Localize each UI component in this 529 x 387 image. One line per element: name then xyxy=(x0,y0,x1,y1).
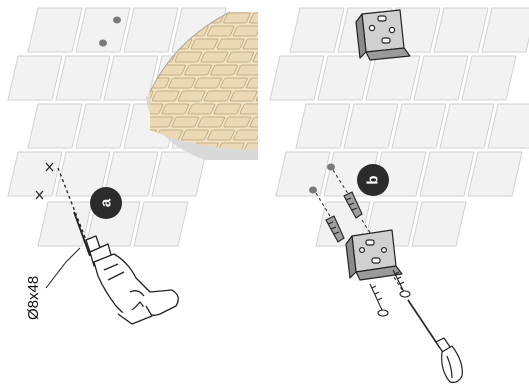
wall-cutaway xyxy=(146,0,293,160)
brick xyxy=(242,38,258,50)
wall-tile xyxy=(151,151,207,197)
brick xyxy=(239,103,258,115)
wall-tile xyxy=(343,103,399,149)
step-label: a xyxy=(98,198,115,207)
brick xyxy=(150,90,154,102)
brick xyxy=(223,116,251,128)
brick xyxy=(150,116,173,128)
wall-plug-icon xyxy=(343,191,363,219)
panel-b: b xyxy=(269,7,529,383)
brick xyxy=(177,90,206,102)
brick xyxy=(150,103,164,115)
wall-tile xyxy=(365,55,421,101)
panel-a: a Ø8x48 xyxy=(7,0,293,325)
brick xyxy=(187,103,216,115)
screwdriver-icon xyxy=(407,299,463,383)
drill-hole-mark xyxy=(327,163,335,171)
brick xyxy=(184,64,212,76)
brick xyxy=(150,77,170,89)
wall-tile xyxy=(27,7,83,53)
wall-tile xyxy=(411,201,467,247)
brick xyxy=(265,0,293,10)
wall-tile xyxy=(75,103,131,149)
position-marks xyxy=(35,162,89,246)
brick xyxy=(246,77,258,89)
brick xyxy=(233,129,258,141)
wall-bracket-icon xyxy=(355,9,411,61)
brick xyxy=(207,25,235,37)
wall-tile xyxy=(133,201,189,247)
wall-tile xyxy=(295,103,351,149)
wall-tile xyxy=(103,55,159,101)
step-label: b xyxy=(365,175,382,184)
brick xyxy=(200,51,229,63)
brick xyxy=(252,51,258,63)
wall-tile xyxy=(55,55,111,101)
wall-tile xyxy=(7,151,63,197)
brick xyxy=(194,77,222,89)
dimension-leader xyxy=(45,247,81,289)
wall-tile xyxy=(27,103,83,149)
brick xyxy=(213,103,242,115)
drill-hole-mark xyxy=(309,186,317,194)
wall-tile xyxy=(481,7,529,53)
drill-icon xyxy=(73,211,179,325)
wall-tile xyxy=(37,201,93,247)
brick xyxy=(249,116,258,128)
wall-plug-icon xyxy=(325,215,345,243)
brick xyxy=(161,103,190,115)
wall-tile xyxy=(269,55,325,101)
wall-tile xyxy=(289,7,345,53)
brick xyxy=(236,64,258,76)
brick xyxy=(174,51,203,63)
wall-tile xyxy=(103,151,159,197)
brick xyxy=(226,51,255,63)
wall-tile xyxy=(413,55,469,101)
screw-icon xyxy=(369,283,389,317)
wall-bracket-icon xyxy=(345,229,403,281)
brick xyxy=(203,90,232,102)
wall-tile xyxy=(487,103,529,149)
wall-tile xyxy=(317,55,373,101)
brick xyxy=(229,90,258,102)
step-badge-a: a xyxy=(90,187,122,219)
brick xyxy=(151,90,180,102)
drill-bit-size-label: Ø8x48 xyxy=(25,276,42,320)
wall-tile xyxy=(391,103,447,149)
wall-tile xyxy=(123,7,179,53)
brick xyxy=(249,12,258,24)
brick xyxy=(259,26,287,36)
brick xyxy=(168,77,196,89)
wall-tile xyxy=(419,151,475,197)
brick xyxy=(223,12,251,24)
brick xyxy=(207,129,235,141)
brick xyxy=(210,64,238,76)
brick xyxy=(171,116,199,128)
brick xyxy=(197,116,225,128)
brick xyxy=(239,0,267,10)
wall-tile xyxy=(433,7,489,53)
brick xyxy=(190,38,219,50)
brick xyxy=(233,25,258,37)
step-badge-b: b xyxy=(357,164,389,196)
brick xyxy=(243,142,258,150)
brick xyxy=(220,77,248,89)
drill-hole-mark xyxy=(99,39,107,47)
brick xyxy=(216,38,245,50)
wall-tile xyxy=(439,103,495,149)
wall-tile xyxy=(275,151,331,197)
wall-tile xyxy=(467,151,523,197)
brick xyxy=(181,129,209,141)
drill-hole-mark xyxy=(113,16,121,24)
wall-tile xyxy=(7,55,63,101)
wall-tile xyxy=(461,55,517,101)
screw-icon xyxy=(392,269,411,298)
